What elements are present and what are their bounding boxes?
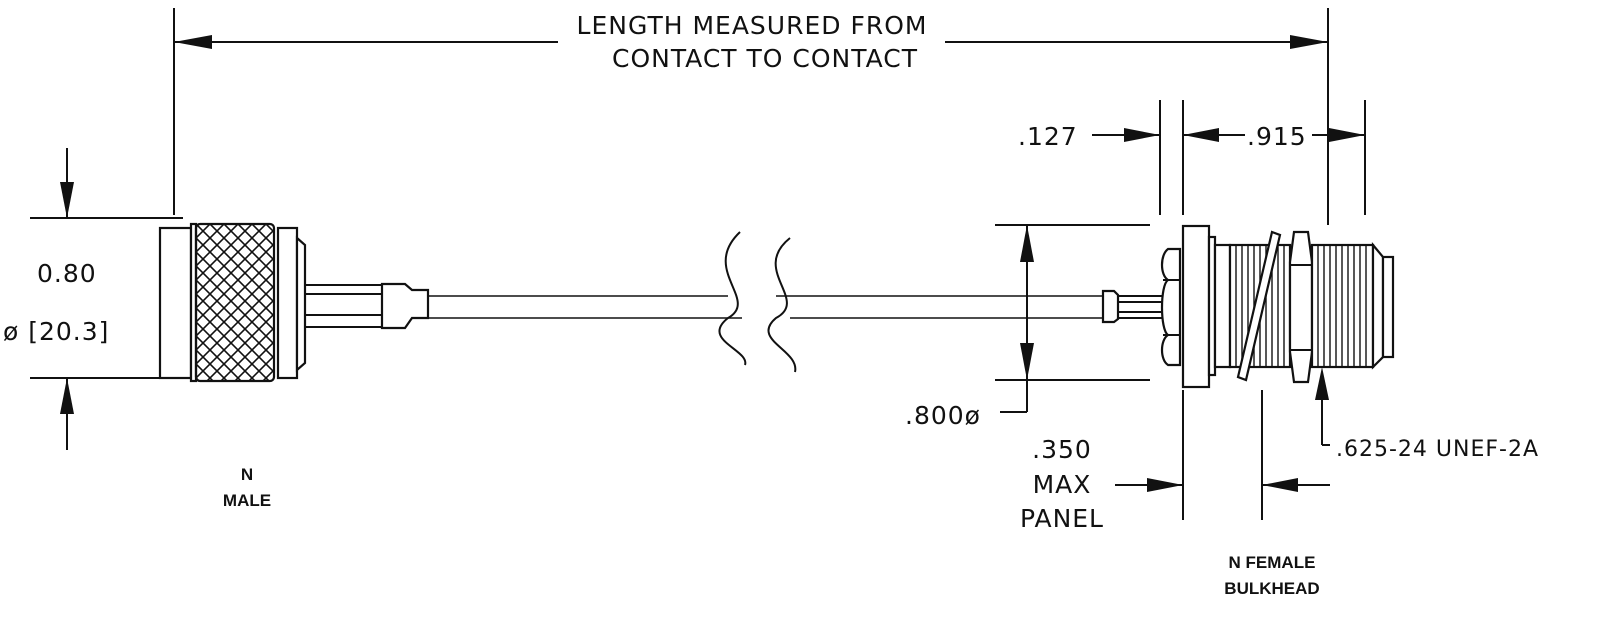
female-label-line2: BULKHEAD: [1224, 579, 1319, 598]
n-male-connector: [158, 222, 430, 383]
overall-length-dimension: LENGTH MEASURED FROM CONTACT TO CONTACT: [173, 8, 1329, 225]
female-label-line1: N FEMALE: [1229, 553, 1316, 572]
thread-callout: .625-24 UNEF-2A: [1315, 367, 1539, 462]
lock-washer: [1236, 230, 1282, 382]
thread-spec: .625-24 UNEF-2A: [1336, 437, 1539, 462]
arrowhead-right: [1290, 35, 1328, 49]
thread-lines-outer: [1317, 245, 1367, 367]
panel-dim-panel: PANEL: [1020, 504, 1104, 533]
diameter-metric: ø [20.3]: [3, 317, 109, 346]
diameter-inches: 0.80: [37, 259, 97, 288]
break-line-left: [718, 231, 747, 366]
male-label-line2: MALE: [223, 491, 271, 510]
flange-diameter-dimension: .800ø: [905, 224, 1150, 430]
dim-915: .915: [1247, 122, 1307, 151]
cable: [428, 231, 1103, 373]
n-female-bulkhead-connector: [1101, 224, 1395, 389]
arrowhead-left: [174, 35, 212, 49]
panel-dim-value: .350: [1032, 435, 1092, 464]
male-diameter-dimension: 0.80 ø [20.3]: [3, 148, 183, 450]
panel-dim-max: MAX: [1033, 470, 1092, 499]
break-line-right: [767, 237, 797, 373]
panel-thickness-dimension: .350 MAX PANEL: [1020, 390, 1330, 533]
male-label-line1: N: [241, 465, 253, 484]
dim-127: .127: [1018, 122, 1078, 151]
length-note-line2: CONTACT TO CONTACT: [612, 44, 918, 73]
dim-800-diameter: .800ø: [905, 401, 981, 430]
hex-nut: [1288, 230, 1314, 384]
top-right-dimensions: .127 .915: [1018, 100, 1366, 215]
length-note-line1: LENGTH MEASURED FROM: [577, 11, 928, 40]
